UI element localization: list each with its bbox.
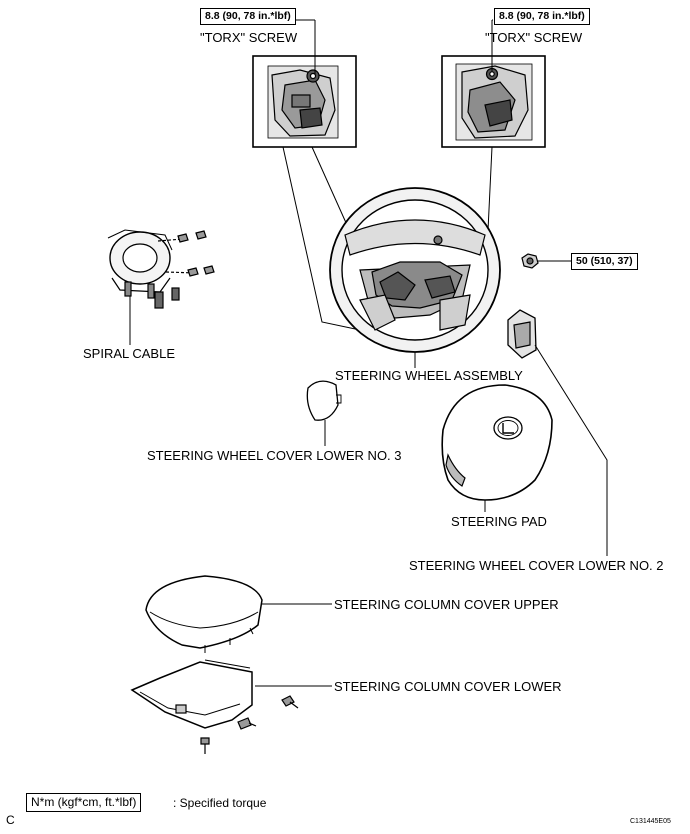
torque-legend-box: N*m (kgf*cm, ft.*lbf) xyxy=(26,793,142,812)
corner-letter: C xyxy=(6,813,15,827)
steering-pad-label: STEERING PAD xyxy=(451,514,547,529)
steering-wheel-assembly-label: STEERING WHEEL ASSEMBLY xyxy=(335,368,523,383)
torque-spec-left: 8.8 (90, 78 in.*lbf) xyxy=(200,8,296,25)
column-cover-upper-drawing xyxy=(145,575,263,653)
spiral-cable-label: SPIRAL CABLE xyxy=(83,346,176,361)
torque-legend-text: : Specified torque xyxy=(173,796,267,810)
torx-screw-detail-right xyxy=(441,55,546,148)
cover-lower-no2-drawing xyxy=(507,309,537,359)
hex-nut xyxy=(521,253,539,269)
cover-lower-no3-drawing xyxy=(306,380,342,421)
steering-pad-drawing xyxy=(441,384,553,501)
cover-lower-no3-label: STEERING WHEEL COVER LOWER NO. 3 xyxy=(147,448,402,463)
torx-screw-label-left: "TORX" SCREW xyxy=(200,30,298,45)
cover-lower-no2-label: STEERING WHEEL COVER LOWER NO. 2 xyxy=(409,558,664,573)
steering-wheel-assembly-drawing xyxy=(329,187,501,353)
column-cover-lower-drawing xyxy=(130,659,299,754)
spiral-cable-drawing xyxy=(107,229,215,309)
torx-screw-label-right: "TORX" SCREW xyxy=(485,30,583,45)
column-cover-upper-label: STEERING COLUMN COVER UPPER xyxy=(334,597,559,612)
torx-screw-detail-left xyxy=(252,55,357,148)
torque-spec-nut: 50 (510, 37) xyxy=(571,253,638,270)
figure-code: C131445E05 xyxy=(630,818,671,825)
column-cover-lower-label: STEERING COLUMN COVER LOWER xyxy=(334,679,562,694)
torque-spec-right: 8.8 (90, 78 in.*lbf) xyxy=(494,8,590,25)
